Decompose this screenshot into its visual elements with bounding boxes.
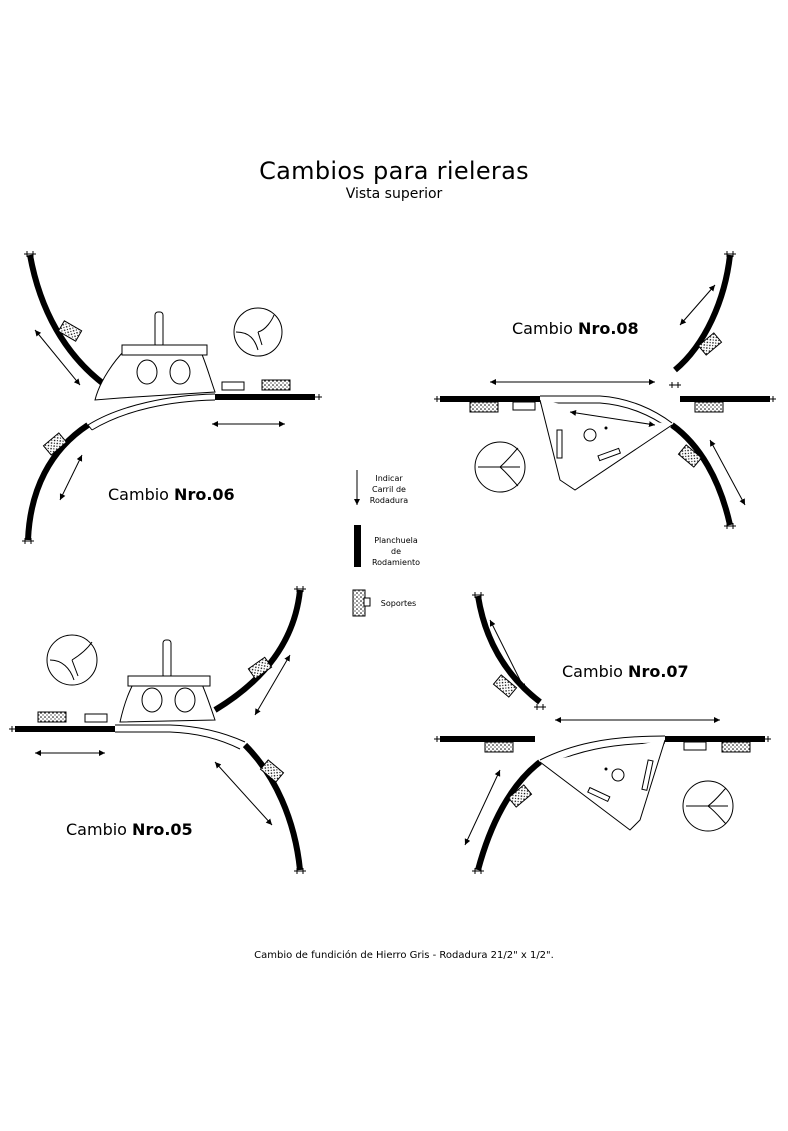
legend-bar-icon xyxy=(354,525,361,567)
switch-08-drawing xyxy=(433,250,777,530)
switch-08-label: Cambio Nro.08 xyxy=(512,319,639,338)
legend-support-icon xyxy=(352,589,366,617)
switch-07-drawing xyxy=(433,591,772,875)
page-subtitle: Vista superior xyxy=(345,186,443,202)
switch-06-label: Cambio Nro.06 xyxy=(108,485,235,504)
switch-07-label: Cambio Nro.07 xyxy=(562,662,689,681)
page-title: Cambios para rieleras xyxy=(259,157,529,185)
legend-support-text: Soportes xyxy=(380,599,417,608)
switch-06-drawing xyxy=(21,250,323,545)
legend-arrow-text: Indicar Carril de Rodadura xyxy=(369,474,409,505)
switch-05-drawing xyxy=(8,585,307,875)
switch-05-label: Cambio Nro.05 xyxy=(66,820,193,839)
footnote: Cambio de fundición de Hierro Gris - Rod… xyxy=(254,950,554,961)
legend-bar-text: Planchuela de Rodamiento xyxy=(371,536,421,567)
legend xyxy=(352,470,371,617)
